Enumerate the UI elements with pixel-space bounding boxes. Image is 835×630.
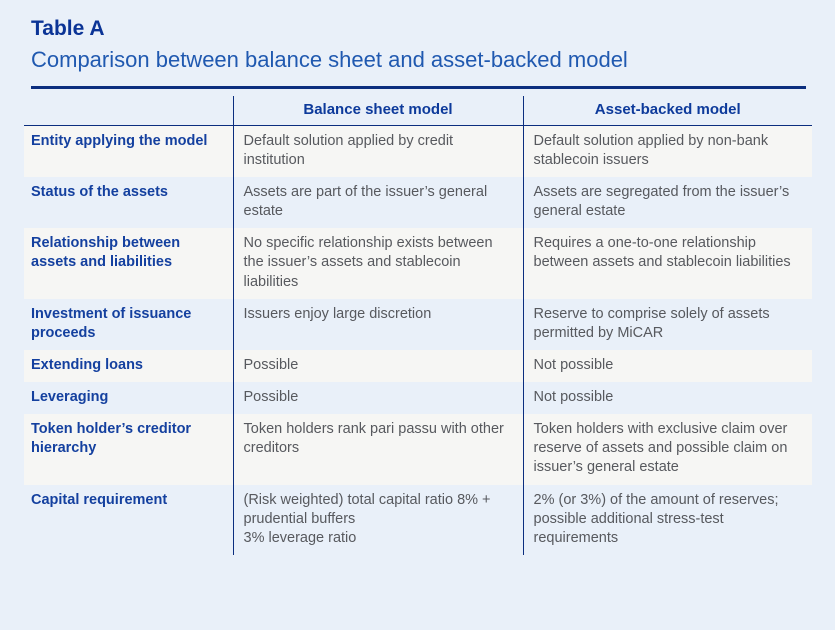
table-title: Comparison between balance sheet and ass…	[31, 47, 628, 73]
balance-cell: Possible	[232, 382, 523, 415]
table-body: Entity applying the model Default soluti…	[24, 125, 812, 555]
header-balance-sheet-model: Balance sheet model	[232, 95, 523, 126]
asset-cell: Not possible	[522, 349, 812, 383]
table-header: Balance sheet model Asset-backed model	[24, 95, 812, 126]
table-row: Token holder’s creditor hierarchy Token …	[24, 414, 812, 485]
balance-cell: Token holders rank pari passu with other…	[232, 414, 523, 485]
table-row: Investment of issuance proceeds Issuers …	[24, 298, 812, 350]
title-rule	[31, 85, 806, 89]
header-empty-cell	[24, 95, 233, 126]
row-label: Token holder’s creditor hierarchy	[31, 421, 192, 457]
table-row: Relationship between assets and liabilit…	[24, 228, 812, 299]
balance-cell: (Risk weighted) total capital ratio 8% +…	[232, 484, 523, 555]
table-row: Entity applying the model Default soluti…	[24, 125, 812, 178]
row-label: Leveraging	[31, 389, 109, 406]
asset-cell: Default solution applied by non-bank sta…	[522, 125, 812, 178]
table-row: Leveraging Possible Not possible	[24, 382, 812, 415]
asset-cell: Requires a one-to-one relationship betwe…	[522, 228, 812, 299]
balance-cell: No specific relationship exists between …	[232, 228, 523, 299]
balance-cell: Issuers enjoy large discretion	[232, 298, 523, 350]
asset-cell: Not possible	[522, 382, 812, 415]
balance-cell: Possible	[232, 349, 523, 383]
header-row: Balance sheet model Asset-backed model	[24, 95, 812, 126]
table-row: Extending loans Possible Not possible	[24, 349, 812, 383]
row-label: Status of the assets	[31, 184, 168, 201]
table-row: Status of the assets Assets are part of …	[24, 177, 812, 229]
header-asset-backed-model: Asset-backed model	[522, 95, 812, 126]
asset-cell: Reserve to comprise solely of assets per…	[522, 298, 812, 350]
comparison-table: Balance sheet model Asset-backed model E…	[24, 95, 812, 555]
balance-cell: Default solution applied by credit insti…	[232, 125, 523, 178]
table-label: Table A	[31, 17, 105, 40]
table-row: Capital requirement (Risk weighted) tota…	[24, 484, 812, 555]
asset-cell: 2% (or 3%) of the amount of reserves; po…	[522, 484, 812, 555]
asset-cell: Assets are segregated from the issuer’s …	[522, 177, 812, 229]
row-label: Relationship between assets and liabilit…	[31, 235, 181, 271]
row-label: Entity applying the model	[31, 132, 208, 149]
asset-cell: Token holders with exclusive claim over …	[522, 414, 812, 485]
row-label: Capital requirement	[31, 491, 168, 508]
title-block: Table A Comparison between balance sheet…	[31, 0, 835, 75]
balance-cell: Assets are part of the issuer’s general …	[232, 177, 523, 229]
row-label: Investment of issuance proceeds	[31, 305, 192, 341]
row-label: Extending loans	[31, 356, 143, 373]
